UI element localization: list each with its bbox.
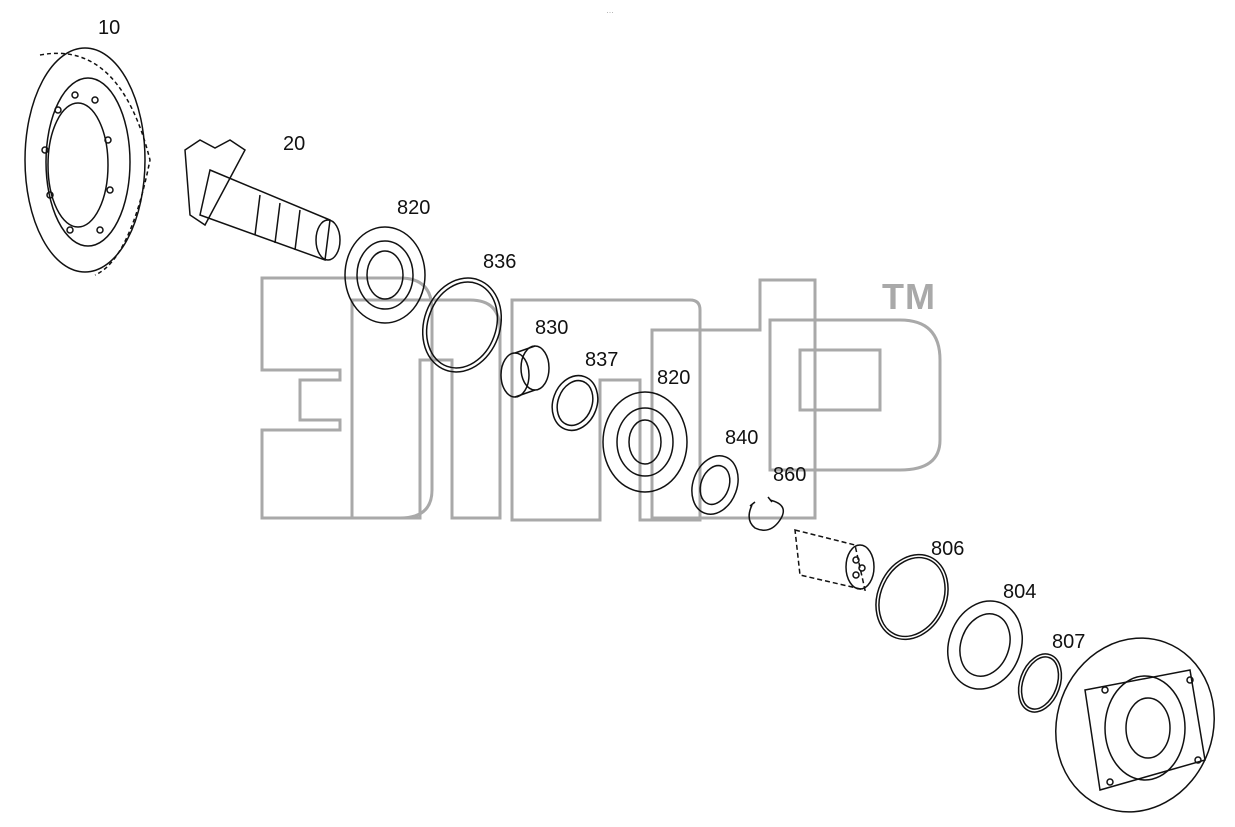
- part-label-10: 10: [98, 17, 121, 39]
- part-label-807: 807: [1052, 631, 1086, 653]
- watermark-trademark: TM: [882, 276, 936, 317]
- circlip-icon: [748, 496, 785, 531]
- sleeve-icon: [500, 345, 550, 398]
- nut-icon: [691, 455, 739, 515]
- ring-gear-icon: [24, 47, 151, 276]
- header-mark: …: [606, 6, 614, 15]
- part-label-820b: 820: [657, 367, 691, 389]
- part-label-836: 836: [483, 251, 517, 273]
- part-label-20: 20: [283, 133, 306, 155]
- o-ring-icon: [421, 277, 503, 373]
- cover-flange-icon: [1055, 637, 1215, 813]
- o-ring-icon: [1017, 653, 1063, 713]
- bearing-icon: [344, 226, 426, 324]
- part-label-804: 804: [1003, 581, 1037, 603]
- part-label-860: 860: [773, 464, 807, 486]
- part-label-840: 840: [725, 427, 759, 449]
- o-ring-icon: [875, 553, 949, 641]
- part-label-820a: 820: [397, 197, 431, 219]
- pinion-shaft-icon: [184, 139, 341, 262]
- part-label-806: 806: [931, 538, 965, 560]
- watermark-logo: [260, 276, 942, 522]
- roller-sleeve-icon: [794, 529, 875, 591]
- spacer-ring-icon: [551, 374, 599, 432]
- part-label-837: 837: [585, 349, 619, 371]
- seal-ring-icon: [947, 600, 1023, 690]
- part-label-830: 830: [535, 317, 569, 339]
- bearing-icon: [602, 391, 688, 493]
